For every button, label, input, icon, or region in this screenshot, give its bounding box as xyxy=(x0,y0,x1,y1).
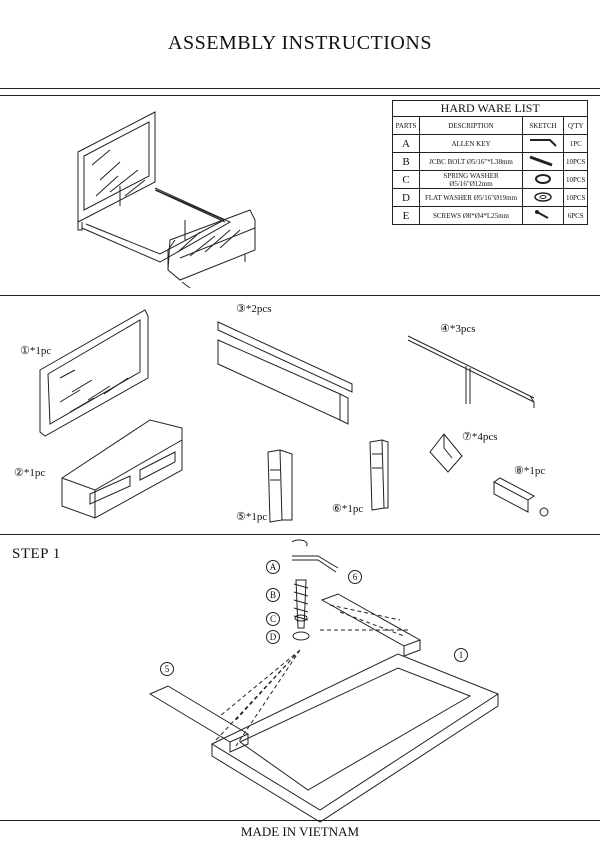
spring-washer-icon xyxy=(522,170,564,189)
divider xyxy=(0,295,600,296)
table-row: A ALLEN KEY 1PC xyxy=(392,134,589,153)
callout-b: B xyxy=(266,588,280,602)
divider xyxy=(0,88,600,89)
page-title: ASSEMBLY INSTRUCTIONS xyxy=(168,32,432,54)
part-quantity: 1PC xyxy=(562,134,589,153)
step-1-assembly-drawing xyxy=(148,539,500,823)
table-row: D FLAT WASHER Ø5/16"Ø19mm 10PCS xyxy=(392,188,589,207)
footer-made-in: MADE IN VIETNAM xyxy=(240,824,360,839)
column-header: PARTS xyxy=(392,116,420,135)
column-header: SKETCH xyxy=(522,116,564,135)
screw-icon xyxy=(522,206,564,225)
part-description: ALLEN KEY xyxy=(419,134,523,153)
divider xyxy=(0,534,600,535)
part-4-label: ④*3pcs xyxy=(440,323,476,335)
part-6-label: ⑥*1pc xyxy=(332,503,364,515)
table-row: C SPRING WASHER Ø5/16"Ø12mm 10PCS xyxy=(392,170,589,189)
part-quantity: 10PCS xyxy=(562,152,589,171)
part-description: JCBC BOLT Ø5/16"*L38mm xyxy=(419,152,523,171)
table-row: B JCBC BOLT Ø5/16"*L38mm 10PCS xyxy=(392,152,589,171)
part-quantity: 10PCS xyxy=(562,170,589,189)
part-1-headboard-drawing xyxy=(39,309,149,437)
part-3-side-rails-drawing xyxy=(217,321,353,425)
callout-5: 5 xyxy=(160,662,174,676)
part-description: FLAT WASHER Ø5/16"Ø19mm xyxy=(419,188,523,207)
bolt-icon xyxy=(522,152,564,171)
part-quantity: 6PCS xyxy=(562,206,589,225)
allen-key-icon xyxy=(522,134,564,153)
divider xyxy=(0,95,600,96)
step-1-heading: STEP 1 xyxy=(12,546,61,562)
hardware-list-caption: HARD WARE LIST xyxy=(391,100,589,117)
part-letter: B xyxy=(392,152,420,171)
callout-6: 6 xyxy=(348,570,362,584)
part-2-bench-drawing xyxy=(61,419,183,519)
bed-overview-drawing xyxy=(77,111,256,289)
part-description: SPRING WASHER Ø5/16"Ø12mm xyxy=(419,170,523,189)
callout-d: D xyxy=(266,630,280,644)
table-row: E SCREWS Ø8*Ø4*L25mm 6PCS xyxy=(392,206,589,225)
part-8-support-drawing xyxy=(493,477,549,517)
part-letter: A xyxy=(392,134,420,153)
part-description: SCREWS Ø8*Ø4*L25mm xyxy=(419,206,523,225)
part-8-label: ⑧*1pc xyxy=(514,465,546,477)
divider xyxy=(0,820,600,821)
part-6-leg-drawing xyxy=(369,439,389,511)
column-header: DESCRIPTION xyxy=(419,116,523,135)
part-3-label: ③*2pcs xyxy=(236,303,272,315)
callout-c: C xyxy=(266,612,280,626)
callout-1: 1 xyxy=(454,648,468,662)
part-7-bracket-drawing xyxy=(429,433,463,473)
part-2-label: ②*1pc xyxy=(14,467,46,479)
callout-a: A xyxy=(266,560,280,574)
part-1-label: ①*1pc xyxy=(20,345,52,357)
part-letter: C xyxy=(392,170,420,189)
part-letter: E xyxy=(392,206,420,225)
column-header: Q'TY xyxy=(562,116,589,135)
part-5-label: ⑤*1pc xyxy=(236,511,268,523)
hardware-list-table: HARD WARE LIST PARTS DESCRIPTION SKETCH … xyxy=(391,100,589,225)
part-letter: D xyxy=(392,188,420,207)
flat-washer-icon xyxy=(522,188,564,207)
part-7-label: ⑦*4pcs xyxy=(462,431,498,443)
part-5-leg-drawing xyxy=(267,449,293,523)
part-4-slats-drawing xyxy=(407,335,535,408)
part-quantity: 10PCS xyxy=(562,188,589,207)
